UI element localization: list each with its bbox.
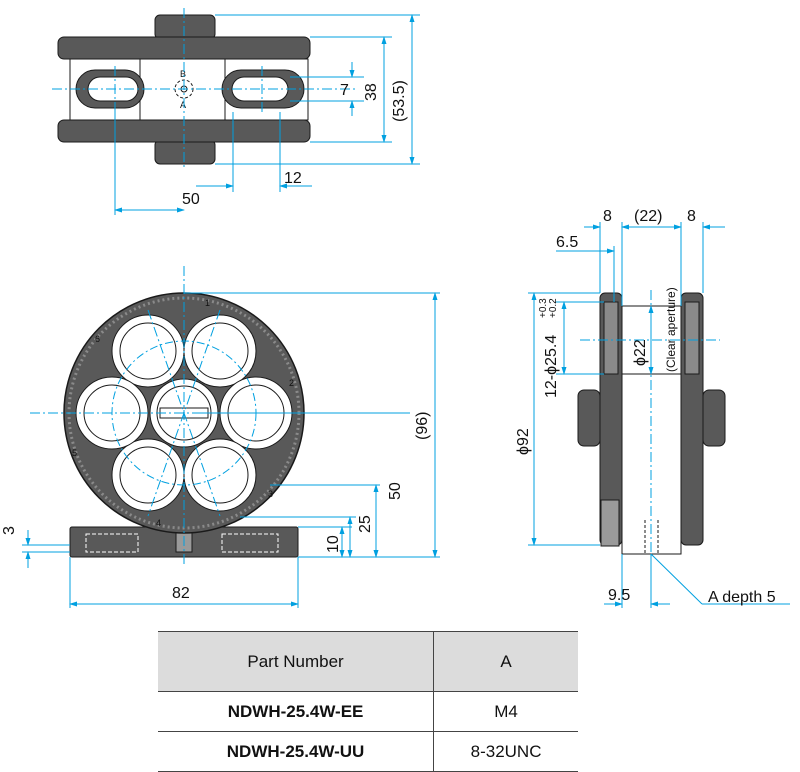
bottom-knob <box>154 139 216 165</box>
side-view: 8 (22) 8 6.5 ϕ92 12-ϕ25.4 +0.3 +0.2 ϕ22 … <box>515 208 790 608</box>
dim-50: 50 <box>182 191 200 208</box>
table-row: NDWH-25.4W-UU 8-32UNC <box>158 731 578 772</box>
bore-dim: 12-ϕ25.4 <box>543 335 560 398</box>
thread-cell: 8-32UNC <box>433 731 578 772</box>
dim-9-5: 9.5 <box>608 587 630 604</box>
dim-3: 3 <box>1 526 18 535</box>
dim-82: 82 <box>172 585 190 602</box>
thread-cell: M4 <box>433 691 578 732</box>
dim-8-right: 8 <box>687 208 696 225</box>
aperture-note: (Clear aperture) <box>664 287 678 372</box>
front-view: 1 2 3 4 5 6 <box>1 266 440 608</box>
dim-25: 25 <box>357 515 374 533</box>
part-number-cell: NDWH-25.4W-EE <box>158 691 434 732</box>
dim-6-5: 6.5 <box>556 234 578 251</box>
dim-38: 38 <box>363 83 380 101</box>
label-a: A <box>180 100 186 110</box>
table-header-row: Part Number A <box>158 631 578 692</box>
dim-7: 7 <box>340 82 349 99</box>
dim-phi92: ϕ92 <box>515 428 532 455</box>
dim-22: (22) <box>634 208 662 225</box>
pos-1: 1 <box>205 298 210 308</box>
top-view: B A 50 <box>52 8 420 215</box>
header-a: A <box>433 631 578 692</box>
dim-12: 12 <box>284 170 302 187</box>
top-knob <box>154 14 216 40</box>
technical-drawing: B A 50 <box>1 8 790 608</box>
bore-tol-upper: +0.3 <box>538 298 549 318</box>
tap-note: A depth 5 <box>708 589 776 606</box>
bore-tol-lower: +0.2 <box>548 298 559 318</box>
header-part-number: Part Number <box>158 631 434 692</box>
pos-6: 6 <box>95 334 100 344</box>
pos-4: 4 <box>156 518 161 528</box>
label-b: B <box>180 69 186 79</box>
dim-96: (96) <box>414 412 431 440</box>
aperture-dim: ϕ22 <box>632 339 649 366</box>
dim-8-left: 8 <box>603 208 612 225</box>
dim-50-front: 50 <box>387 482 404 500</box>
right-side-knob <box>702 389 726 447</box>
dim-10: 10 <box>325 535 342 553</box>
left-side-knob <box>577 389 601 447</box>
pos-3: 3 <box>268 489 273 499</box>
pos-2: 2 <box>289 378 294 388</box>
dim-53-5: (53.5) <box>391 80 408 122</box>
table-row: NDWH-25.4W-EE M4 <box>158 691 578 732</box>
spec-table: Part Number A NDWH-25.4W-EE M4 NDWH-25.4… <box>158 631 578 772</box>
pos-5: 5 <box>72 448 77 458</box>
part-number-cell: NDWH-25.4W-UU <box>158 731 434 772</box>
